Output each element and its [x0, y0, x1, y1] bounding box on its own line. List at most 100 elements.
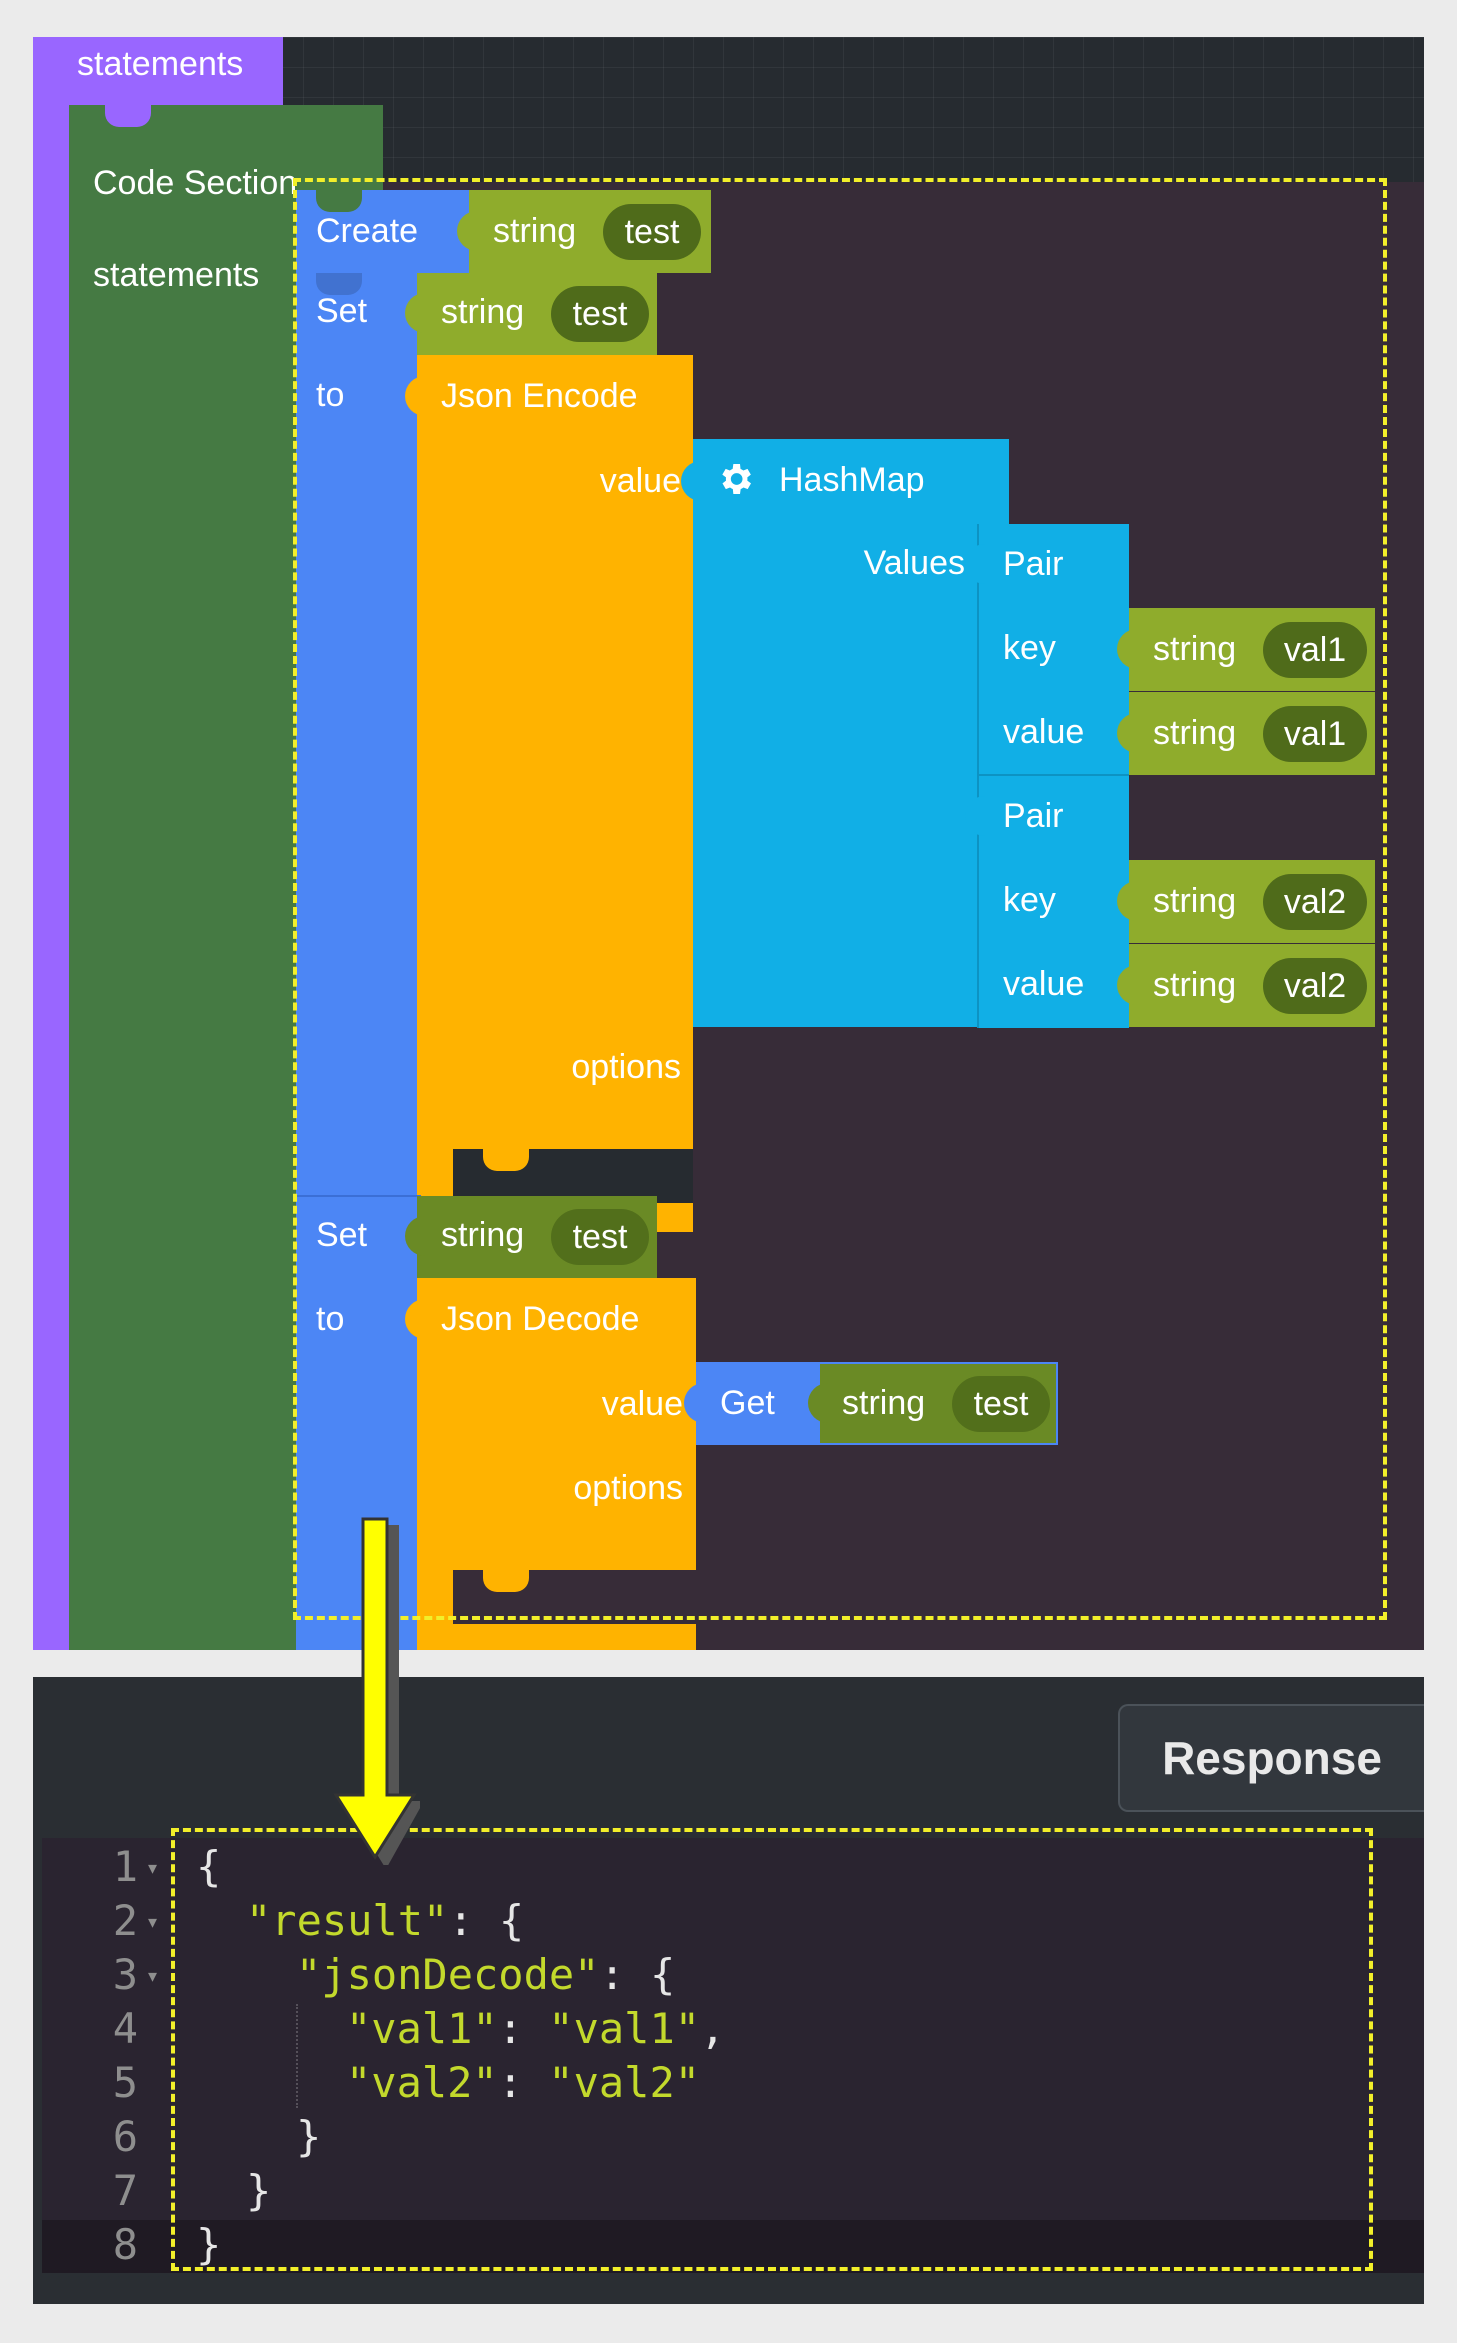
hashmap-block[interactable]: HashMap Values [681, 439, 1009, 1027]
pair-block-2[interactable]: Pair key value [965, 776, 1129, 1028]
brace: } [196, 2220, 222, 2269]
brace: } [246, 2166, 272, 2215]
pair1-key-value[interactable]: val1 [1263, 622, 1367, 678]
hashmap-values-label: Values [863, 544, 965, 582]
create-string-value[interactable]: test [603, 204, 701, 260]
pair2-value-label: value [1003, 965, 1085, 1003]
pair1-key-socket [1117, 629, 1139, 669]
outer-statements-label: statements [77, 45, 244, 83]
line-number: 1 [112, 1842, 138, 1891]
code-line-4: "val1": "val1", [346, 2002, 725, 2056]
code-line-1: { [196, 1840, 221, 1894]
response-code-editor[interactable] [42, 1838, 1424, 2273]
pair1-value-value[interactable]: val1 [1263, 706, 1367, 762]
pair2-value-value[interactable]: val2 [1263, 958, 1367, 1014]
set2-string-type: string [441, 1216, 525, 1254]
create-notch [316, 190, 362, 212]
pair1-socket [965, 544, 987, 584]
create-string-block[interactable]: string test [457, 190, 711, 273]
json-encode-slot-notch [483, 1149, 529, 1171]
set1-string-block[interactable]: string test [405, 273, 657, 355]
pair2-value-type: string [1153, 966, 1237, 1004]
arrow-down-icon [333, 1517, 420, 1865]
set2-string-block[interactable]: string test [405, 1196, 657, 1278]
get-variable-block[interactable]: Get [684, 1362, 826, 1445]
json-value-val1: "val1" [548, 2004, 701, 2053]
punct: , [700, 2004, 726, 2053]
get-string-block[interactable]: string test [808, 1362, 1058, 1445]
block-workspace[interactable]: statements Code Section statements Creat… [33, 37, 1424, 1650]
set2-string-socket [405, 1216, 427, 1256]
json-decode-block[interactable]: Json Decode value options [405, 1278, 696, 1650]
json-decode-slot-notch [483, 1570, 529, 1592]
json-encode-socket [405, 376, 427, 416]
line-number: 7 [112, 2166, 138, 2215]
set1-label: Set [316, 292, 368, 330]
pair-block-1[interactable]: Pair key value [965, 524, 1129, 776]
pair2-key-value[interactable]: val2 [1263, 874, 1367, 930]
json-decode-options-label: options [573, 1469, 683, 1507]
line-number: 5 [112, 2058, 138, 2107]
create-variable-block[interactable]: Create [296, 190, 476, 273]
gear-icon [715, 459, 755, 499]
get-label: Get [720, 1384, 775, 1422]
pair1-key-label: key [1003, 629, 1056, 667]
fold-arrow-icon[interactable]: ▾ [148, 1966, 158, 1987]
current-line-highlight [42, 2220, 1424, 2273]
json-decode-value-label: value [601, 1385, 683, 1423]
pair1-value-string[interactable]: string val1 [1117, 692, 1375, 775]
json-encode-block[interactable]: Json Encode value options [405, 355, 693, 1232]
code-line-8: } [196, 2218, 221, 2272]
set-block-2[interactable]: Set to [296, 1195, 421, 1650]
code-line-7: } [246, 2164, 271, 2218]
create-string-type: string [493, 212, 577, 250]
brace: } [296, 2112, 322, 2161]
brace: { [196, 1842, 222, 1891]
create-string-socket [457, 211, 479, 251]
json-decode-socket [405, 1299, 427, 1339]
set1-string-type: string [441, 293, 525, 331]
pair1-title: Pair [1003, 545, 1064, 583]
hashmap-title: HashMap [779, 461, 925, 499]
set2-string-value[interactable]: test [551, 1209, 649, 1265]
json-key-val1: "val1" [346, 2004, 498, 2053]
line-number: 8 [112, 2220, 138, 2269]
set1-notch [316, 273, 362, 295]
json-encode-value-label: value [599, 462, 681, 500]
pair1-key-string[interactable]: string val1 [1117, 608, 1375, 691]
get-string-type: string [842, 1384, 926, 1422]
punct: : { [599, 1950, 676, 1999]
set1-string-value[interactable]: test [551, 286, 649, 342]
punct: : { [448, 1896, 525, 1945]
pair1-value-type: string [1153, 714, 1237, 752]
set2-to-label: to [316, 1300, 345, 1338]
pair2-key-type: string [1153, 882, 1237, 920]
response-button[interactable]: Response [1118, 1704, 1424, 1812]
pair1-value-socket [1117, 713, 1139, 753]
code-line-6: } [296, 2110, 321, 2164]
json-key-val2: "val2" [346, 2058, 498, 2107]
fold-arrow-icon[interactable]: ▾ [148, 1858, 158, 1879]
pair2-value-socket [1117, 965, 1139, 1005]
pair2-value-string[interactable]: string val2 [1117, 944, 1375, 1027]
hashmap-socket [681, 461, 703, 501]
set1-string-socket [405, 293, 427, 333]
code-line-5: "val2": "val2" [346, 2056, 700, 2110]
fold-arrow-icon[interactable]: ▾ [148, 1912, 158, 1933]
pair1-key-type: string [1153, 630, 1237, 668]
pair2-socket [965, 796, 987, 836]
json-encode-title: Json Encode [441, 377, 638, 415]
json-key-result: "result" [246, 1896, 449, 1945]
pair2-key-string[interactable]: string val2 [1117, 860, 1375, 943]
set2-label: Set [316, 1216, 368, 1254]
pair2-key-socket [1117, 881, 1139, 921]
get-string-value[interactable]: test [952, 1376, 1050, 1432]
line-number: 6 [112, 2112, 138, 2161]
get-socket [684, 1383, 706, 1423]
indent-guide [296, 2004, 298, 2108]
create-label: Create [316, 212, 419, 250]
code-line-3: "jsonDecode": { [296, 1948, 675, 2002]
pair2-title: Pair [1003, 797, 1064, 835]
pair2-key-label: key [1003, 881, 1056, 919]
json-key-jsondecode: "jsonDecode" [296, 1950, 600, 1999]
